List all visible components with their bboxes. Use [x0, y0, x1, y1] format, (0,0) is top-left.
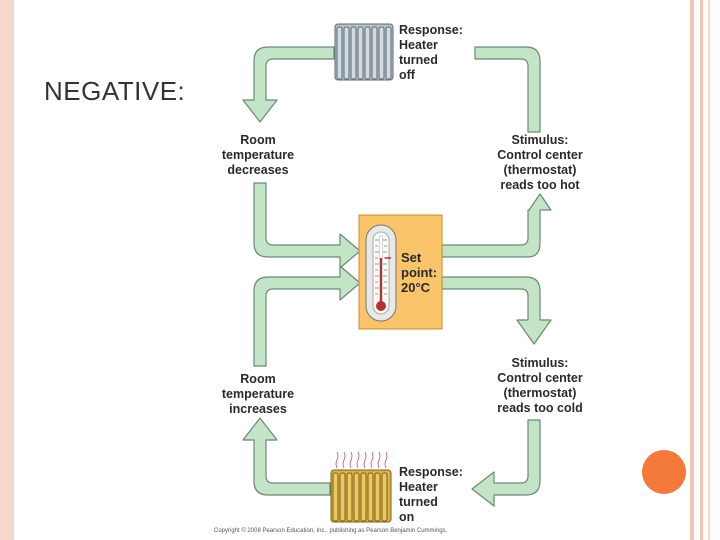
arrow-decreases-to-setpoint [253, 182, 361, 269]
slide-border-right [708, 0, 710, 540]
slide-title: NEGATIVE: [44, 76, 186, 106]
stimulus-hot-label: Stimulus:Control center (thermostat)read… [497, 133, 583, 192]
slide-border-left [0, 0, 14, 540]
stimulus-cold-label: Stimulus:Control center (thermostat)read… [497, 356, 583, 415]
arrow-off-to-decreases [242, 46, 335, 123]
arrow-on-to-increases [242, 417, 331, 496]
radiator-off-icon [334, 23, 394, 81]
arrow-hot-to-off [474, 46, 541, 133]
radiator-on-icon [330, 451, 392, 523]
arrow-cold-to-on [471, 419, 541, 507]
slide-border-right [700, 0, 703, 540]
arrow-setpoint-to-hot [441, 193, 552, 258]
thermometer-icon [365, 224, 397, 322]
copyright-credit: Copyright © 2008 Pearson Education, Inc.… [214, 528, 448, 534]
slide-border-right [690, 0, 694, 540]
arrow-setpoint-to-increases [253, 265, 361, 367]
accent-dot [642, 450, 686, 494]
arrow-setpoint-to-cold [441, 276, 552, 345]
